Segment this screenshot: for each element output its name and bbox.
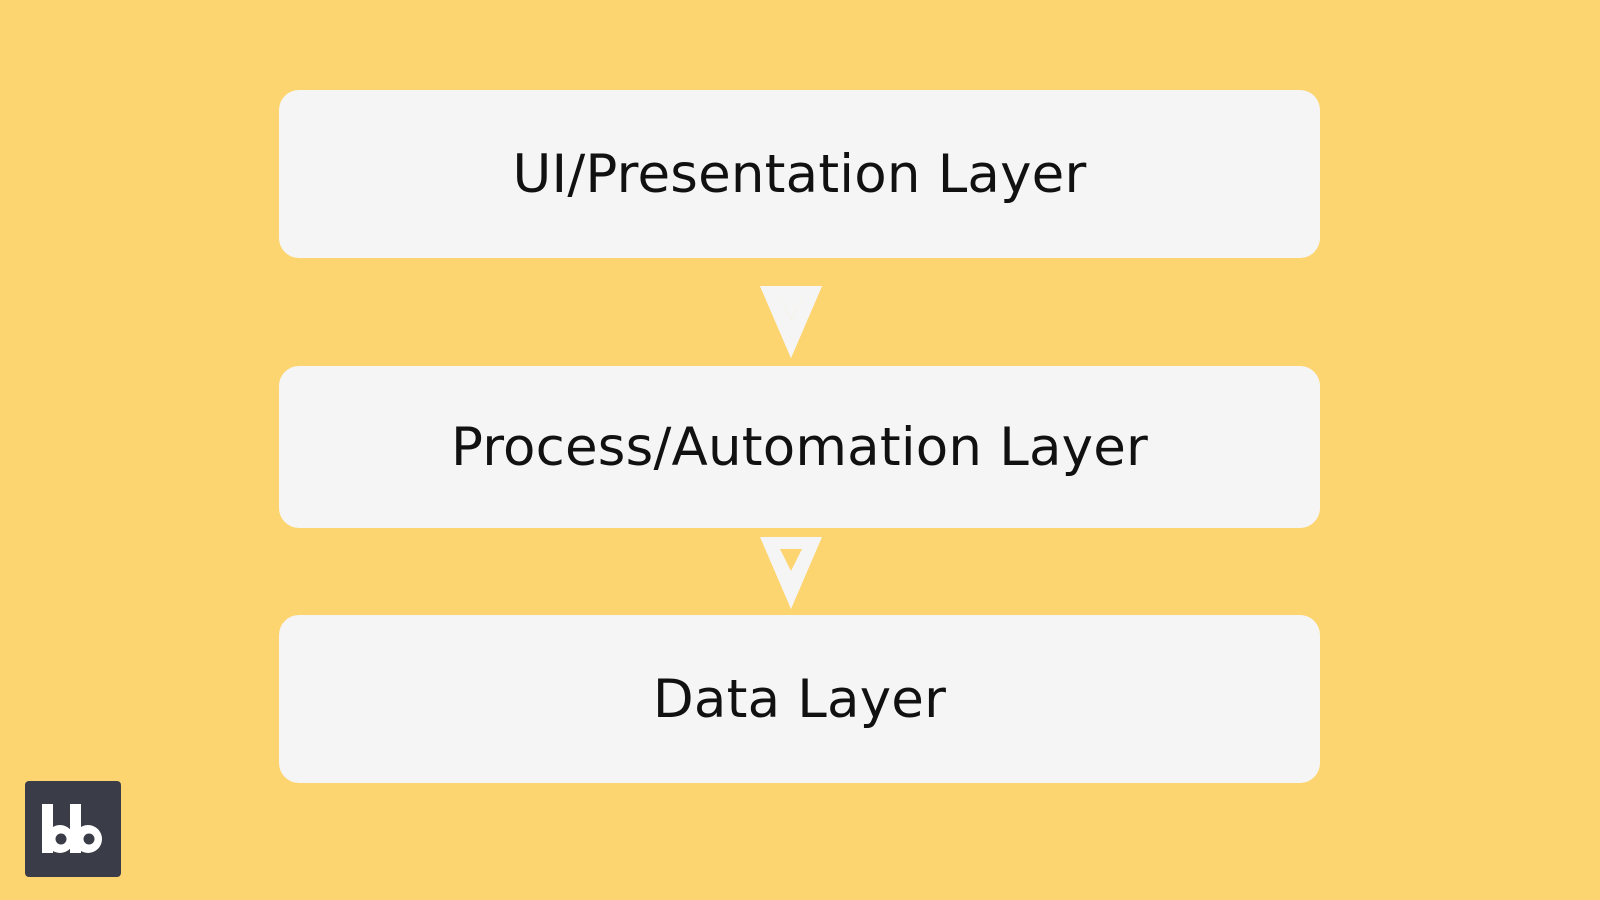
layer-label: Process/Automation Layer: [450, 416, 1148, 478]
layer-box-data: Data Layer: [279, 615, 1320, 783]
bb-logo: [25, 781, 121, 877]
layer-label: Data Layer: [652, 668, 947, 730]
layer-box-process-automation: Process/Automation Layer: [279, 366, 1320, 528]
layer-label: UI/Presentation Layer: [512, 143, 1087, 205]
layer-box-ui-presentation: UI/Presentation Layer: [279, 90, 1320, 258]
bb-logo-icon: [42, 804, 102, 853]
down-arrow-icon: [760, 537, 822, 609]
down-arrow-icon: [760, 286, 822, 358]
